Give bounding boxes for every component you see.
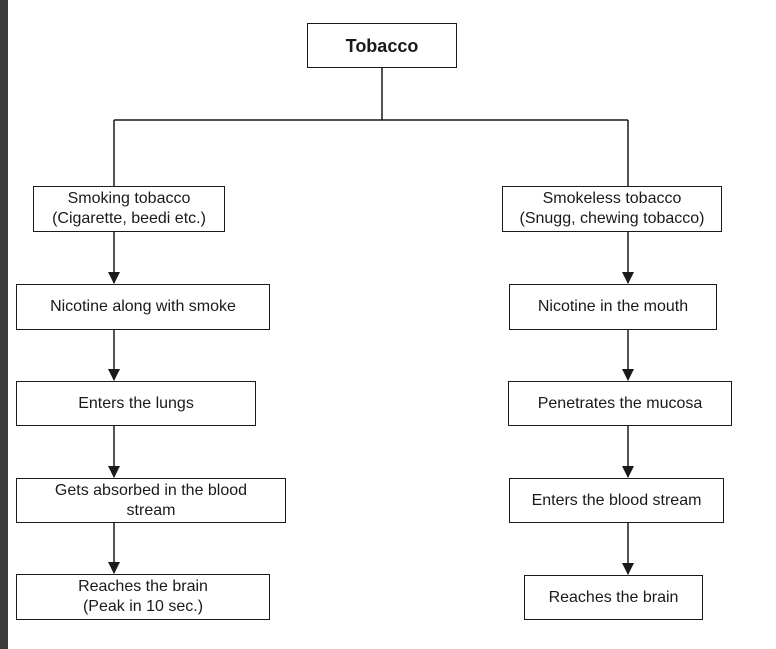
node-label-line1: Enters the lungs <box>78 394 194 412</box>
node-label-line1: Smokeless tobacco <box>542 190 682 207</box>
root-connector <box>113 68 629 186</box>
node-nicotine-along-with-smoke: Nicotine along with smoke <box>16 284 270 330</box>
node-label-line1: Reaches the brain <box>78 578 208 595</box>
node-label-line1: Penetrates the mucosa <box>537 394 703 412</box>
node-label-line1: Enters the blood stream <box>531 491 702 509</box>
node-label-line1: Nicotine along with smoke <box>50 298 236 315</box>
node-label-line2: stream <box>126 501 176 519</box>
node-enters-the-lungs: Enters the lungs <box>16 381 256 426</box>
node-label-line1: Smoking tobacco <box>67 190 191 207</box>
node-label-line2: (Snugg, chewing tobacco) <box>519 210 705 227</box>
node-reaches-the-brain-left: Reaches the brain (Peak in 10 sec.) <box>16 574 270 620</box>
node-smoking-tobacco: Smoking tobacco (Cigarette, beedi etc.) <box>33 186 225 232</box>
node-label-line1: Nicotine in the mouth <box>537 298 689 315</box>
node-label-line2: (Cigarette, beedi etc.) <box>52 210 206 227</box>
node-gets-absorbed-in-blood-stream: Gets absorbed in the blood stream <box>16 478 286 523</box>
node-label-line1: Reaches the brain <box>548 588 679 606</box>
window-edge <box>0 0 8 649</box>
node-smokeless-tobacco: Smokeless tobacco (Snugg, chewing tobacc… <box>502 186 722 232</box>
node-label-line1: Gets absorbed in the blood <box>54 481 248 499</box>
root-node-tobacco: Tobacco <box>307 23 457 68</box>
node-penetrates-the-mucosa: Penetrates the mucosa <box>508 381 732 426</box>
node-nicotine-in-the-mouth: Nicotine in the mouth <box>509 284 717 330</box>
root-node-label: Tobacco <box>345 35 419 56</box>
node-reaches-the-brain-right: Reaches the brain <box>524 575 703 620</box>
node-label-line2: (Peak in 10 sec.) <box>82 598 204 615</box>
node-enters-the-blood-stream: Enters the blood stream <box>509 478 724 523</box>
